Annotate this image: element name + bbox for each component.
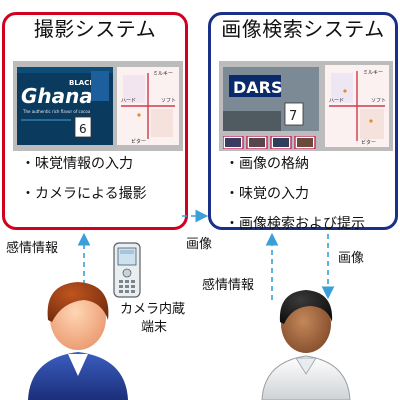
axis-label-top: ミルキー <box>363 70 383 76</box>
axis-label-bottom: ビター <box>361 139 376 146</box>
axis-label-right: ソフト <box>371 98 386 104</box>
list-item: ・味覚情報の入力 <box>21 156 133 172</box>
capture-system-title: 撮影システム <box>33 17 157 41</box>
emotion-info-label-right: 感情情報 <box>202 278 255 293</box>
image-label-center: 画像 <box>186 237 213 252</box>
camera-device-label-line1: カメラ内蔵 <box>120 302 186 317</box>
axis-label-left: ハード <box>121 98 136 104</box>
photo-brand: DARS <box>233 78 283 97</box>
photo-brand: Ghana <box>21 84 93 108</box>
photo-brand-small: BLACK <box>69 79 95 87</box>
image-search-system-panel: 画像検索システム DARS 7 <box>208 12 398 232</box>
user-photographer-icon <box>28 282 128 400</box>
list-item: ・味覚の入力 <box>225 186 309 202</box>
list-item: ・画像の格納 <box>225 156 309 172</box>
search-result-thumbnails <box>222 134 319 150</box>
axis-label-top: ミルキー <box>153 71 173 77</box>
axis-label-right: ソフト <box>161 98 176 104</box>
axis-label-left: ハード <box>329 98 344 104</box>
axis-label-bottom: ビター <box>131 138 146 145</box>
capture-feature-list: ・味覚情報の入力 ・カメラによる撮影 <box>21 149 147 209</box>
list-item: ・画像検索および提示 <box>225 216 365 232</box>
photo-number: 7 <box>289 109 297 124</box>
capture-image-strip: BLACK Ghana The authentic rich flavor of… <box>13 61 183 151</box>
image-label-right: 画像 <box>338 251 365 266</box>
chocolate-photo: BLACK Ghana The authentic rich flavor of… <box>17 67 113 145</box>
list-item: ・カメラによる撮影 <box>21 186 147 202</box>
taste-chart: ミルキー ハード ソフト ビター <box>117 67 179 145</box>
emotion-info-label-left: 感情情報 <box>6 241 59 256</box>
camera-device-label-line2: 端末 <box>141 320 168 335</box>
image-search-system-title: 画像検索システム <box>221 17 385 41</box>
search-feature-list: ・画像の格納 ・味覚の入力 ・画像検索および提示 <box>225 149 365 239</box>
taste-chart: ミルキー ハード ソフト ビター <box>325 65 389 147</box>
search-image-strip: DARS 7 <box>219 61 393 151</box>
chocolate-photo: DARS 7 <box>223 67 319 131</box>
user-searcher-icon <box>261 290 351 400</box>
camera-phone-icon <box>113 242 141 298</box>
photo-subtext: The authentic rich flavor of cocoa <box>22 109 91 114</box>
photo-number: 6 <box>79 122 87 136</box>
capture-system-panel: 撮影システム BLACK Ghana The authentic rich fl… <box>2 12 188 230</box>
